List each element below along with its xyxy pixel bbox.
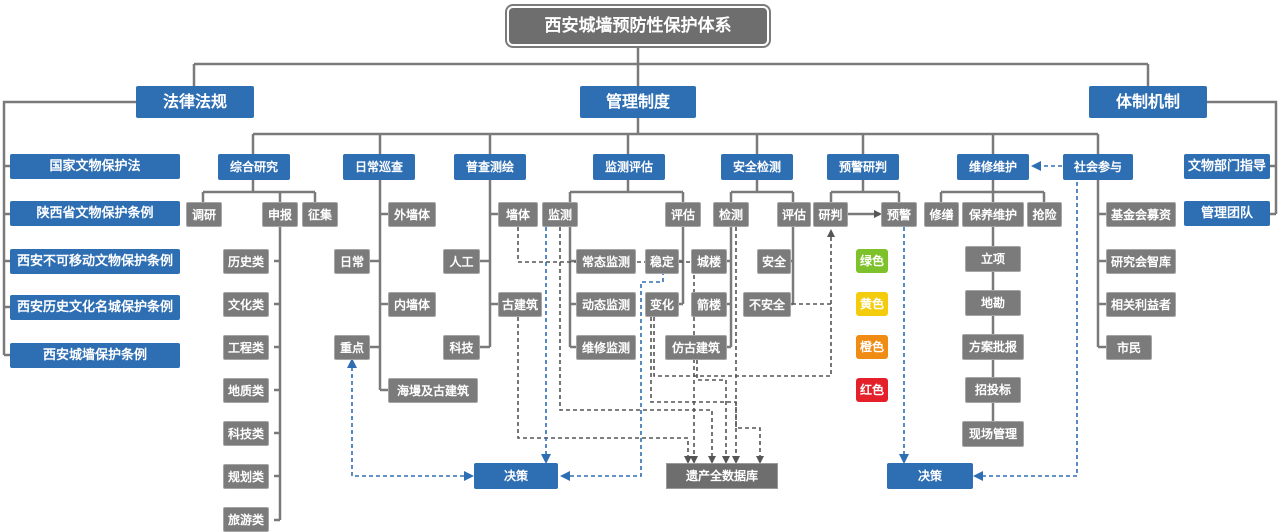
research-item: 征集 <box>302 202 338 227</box>
branch-legal: 法律法规 <box>136 86 254 118</box>
maintenance-step: 地勘 <box>965 290 1021 316</box>
survey-target: 墙体 <box>498 202 538 227</box>
category-safety: 安全检测 <box>721 154 793 180</box>
category-warning: 预警研判 <box>827 154 899 180</box>
research-type: 旅游类 <box>223 507 269 532</box>
research-item: 申报 <box>262 202 298 227</box>
warning-level-yellow: 黄色 <box>856 292 888 316</box>
social-item: 相关利益者 <box>1106 292 1176 317</box>
research-type: 科技类 <box>223 421 269 446</box>
maintenance-step: 方案批报 <box>962 334 1024 360</box>
patrol-mode: 日常 <box>334 249 370 274</box>
warning-level-green: 绿色 <box>856 249 888 273</box>
research-type: 文化类 <box>223 292 269 317</box>
decision-node-left: 决策 <box>474 463 558 489</box>
category-monitor: 监测评估 <box>593 154 665 180</box>
eval-result: 安全 <box>757 249 791 274</box>
patrol-target: 内墙体 <box>388 292 436 317</box>
decision-node-right: 决策 <box>887 463 973 489</box>
maintenance-type: 保养维护 <box>962 202 1024 227</box>
category-social: 社会参与 <box>1063 154 1133 180</box>
law-item: 国家文物保护法 <box>10 154 180 179</box>
detect-target: 城楼 <box>691 249 727 274</box>
category-maintenance: 维修维护 <box>957 154 1029 180</box>
alert-node: 预警 <box>881 202 917 227</box>
warning-level-red: 红色 <box>856 378 888 402</box>
monitor-type: 维修监测 <box>576 335 636 360</box>
eval-type: 稳定 <box>645 249 679 274</box>
maintenance-step: 立项 <box>965 246 1021 272</box>
patrol-target: 海墁及古建筑 <box>388 378 478 403</box>
category-survey: 普查测绘 <box>454 154 526 180</box>
law-item: 西安城墙保护条例 <box>10 343 180 368</box>
monitor-node: 监测 <box>542 202 578 227</box>
maintenance-type: 修缮 <box>924 202 959 227</box>
patrol-target: 外墙体 <box>388 202 436 227</box>
eval-result: 不安全 <box>743 292 791 317</box>
mechanism-item: 管理团队 <box>1184 201 1270 226</box>
category-research: 综合研究 <box>218 154 290 180</box>
survey-method: 科技 <box>443 335 480 360</box>
social-item: 市民 <box>1106 335 1152 360</box>
law-item: 西安不可移动文物保护条例 <box>10 249 180 274</box>
evaluate-node: 评估 <box>665 202 701 227</box>
research-type: 历史类 <box>223 249 269 274</box>
maintenance-type: 抢险 <box>1027 202 1062 227</box>
eval-type: 变化 <box>645 292 679 317</box>
patrol-mode: 重点 <box>334 335 370 360</box>
detect-target: 仿古建筑 <box>665 335 727 360</box>
detect-target: 箭楼 <box>691 292 727 317</box>
branch-management: 管理制度 <box>580 86 696 118</box>
social-item: 基金会募资 <box>1106 202 1176 227</box>
category-patrol: 日常巡查 <box>343 154 415 180</box>
branch-mechanism: 体制机制 <box>1089 86 1207 118</box>
heritage-database-node: 遗产全数据库 <box>666 463 778 489</box>
monitor-type: 动态监测 <box>576 292 636 317</box>
law-item: 陕西省文物保护条例 <box>10 201 180 226</box>
research-type: 工程类 <box>223 335 269 360</box>
survey-target: 古建筑 <box>498 292 542 317</box>
research-type: 规划类 <box>223 464 269 489</box>
research-item: 调研 <box>186 202 222 227</box>
safety-evaluate-node: 评估 <box>777 202 811 227</box>
survey-method: 人工 <box>443 249 480 274</box>
social-item: 研究会智库 <box>1106 249 1176 274</box>
research-type: 地质类 <box>223 378 269 403</box>
judge-node: 研判 <box>813 202 848 227</box>
maintenance-step: 招投标 <box>965 377 1021 403</box>
mechanism-item: 文物部门指导 <box>1184 154 1270 179</box>
maintenance-step: 现场管理 <box>962 421 1024 447</box>
detect-node: 检测 <box>713 202 749 227</box>
monitor-type: 常态监测 <box>576 249 636 274</box>
diagram-title: 西安城墙预防性保护体系 <box>507 6 769 46</box>
law-item: 西安历史文化名城保护条例 <box>10 295 180 320</box>
warning-level-orange: 橙色 <box>856 335 888 359</box>
